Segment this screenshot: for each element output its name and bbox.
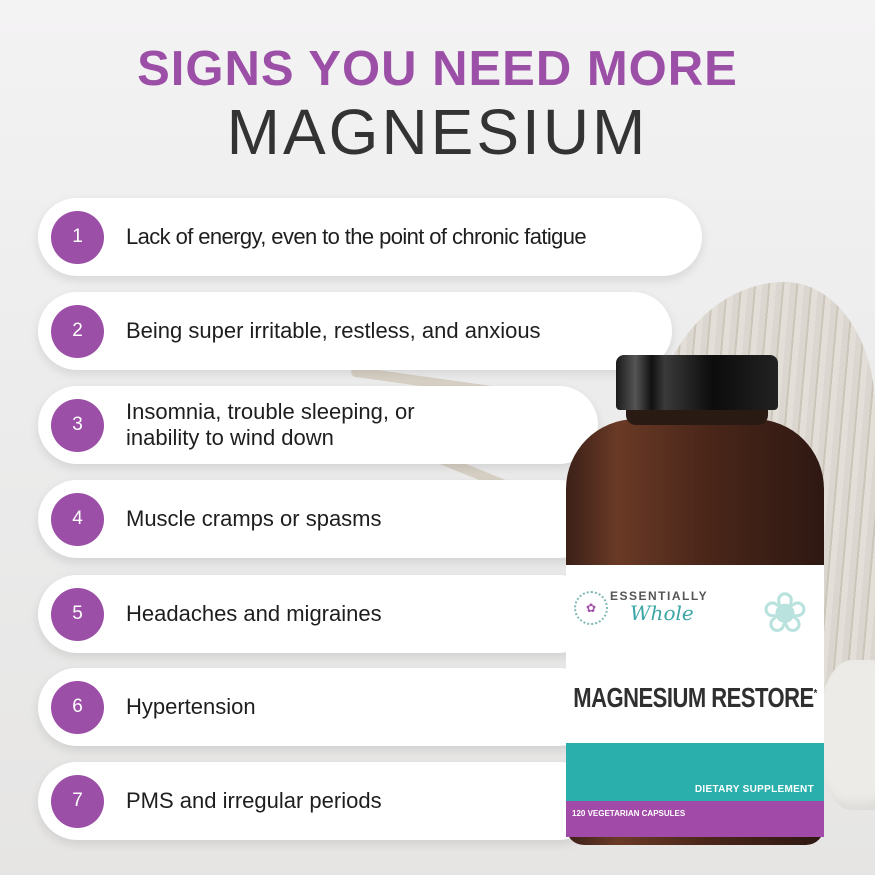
title-bottom: MAGNESIUM [226,96,649,168]
bottle-neck [626,405,768,425]
number-badge: 7 [51,774,104,828]
number-badge: 3 [51,398,104,452]
sign-item-1: 1 Lack of energy, even to the point of c… [38,198,702,276]
sign-item-7: 7 PMS and irregular periods [38,762,598,840]
number-badge: 4 [51,492,104,546]
number-badge: 2 [51,304,104,358]
stone-image [820,660,875,810]
sign-item-2: 2 Being super irritable, restless, and a… [38,292,672,370]
brand-name-top: ESSENTIALLY [610,589,709,603]
sign-text: Being super irritable, restless, and anx… [126,318,541,343]
teal-band: DIETARY SUPPLEMENT [566,743,824,801]
mandala-logo-icon: ✿ [574,591,608,625]
sign-text: Insomnia, trouble sleeping, or inability… [126,399,415,450]
sign-item-3: 3 Insomnia, trouble sleeping, or inabili… [38,386,598,464]
bottle-jar: ✿ ESSENTIALLY Whole ❀ MAGNESIUM RESTORE*… [566,419,824,845]
sign-item-4: 4 Muscle cramps or spasms [38,480,598,558]
sign-text: PMS and irregular periods [126,788,382,813]
brand-name-bottom: Whole [630,601,694,625]
bottle-cap [616,355,778,410]
number-badge: 6 [51,680,104,734]
product-name-mark: * [813,686,818,699]
sign-item-5: 5 Headaches and migraines [38,575,598,653]
product-label: ✿ ESSENTIALLY Whole ❀ MAGNESIUM RESTORE*… [566,565,824,837]
category-text: DIETARY SUPPLEMENT [694,784,814,795]
product-bottle: ✿ ESSENTIALLY Whole ❀ MAGNESIUM RESTORE*… [566,355,824,845]
sign-text: Lack of energy, even to the point of chr… [126,224,587,249]
number-badge: 1 [51,210,104,264]
capsule-count: 120 VEGETARIAN CAPSULES [572,809,686,818]
sign-text: Headaches and migraines [126,601,382,626]
number-badge: 5 [51,587,104,641]
sign-text: Hypertension [126,694,256,719]
purple-band: 120 VEGETARIAN CAPSULES [566,801,824,837]
product-name-text: MAGNESIUM RESTORE [573,681,814,713]
title-top: SIGNS YOU NEED MORE [137,42,738,96]
sign-text: Muscle cramps or spasms [126,506,382,531]
product-name: MAGNESIUM RESTORE* [566,682,824,715]
sign-item-6: 6 Hypertension [38,668,598,746]
flower-illustration-icon: ❀ [761,581,809,644]
header: SIGNS YOU NEED MORE MAGNESIUM [0,40,875,166]
